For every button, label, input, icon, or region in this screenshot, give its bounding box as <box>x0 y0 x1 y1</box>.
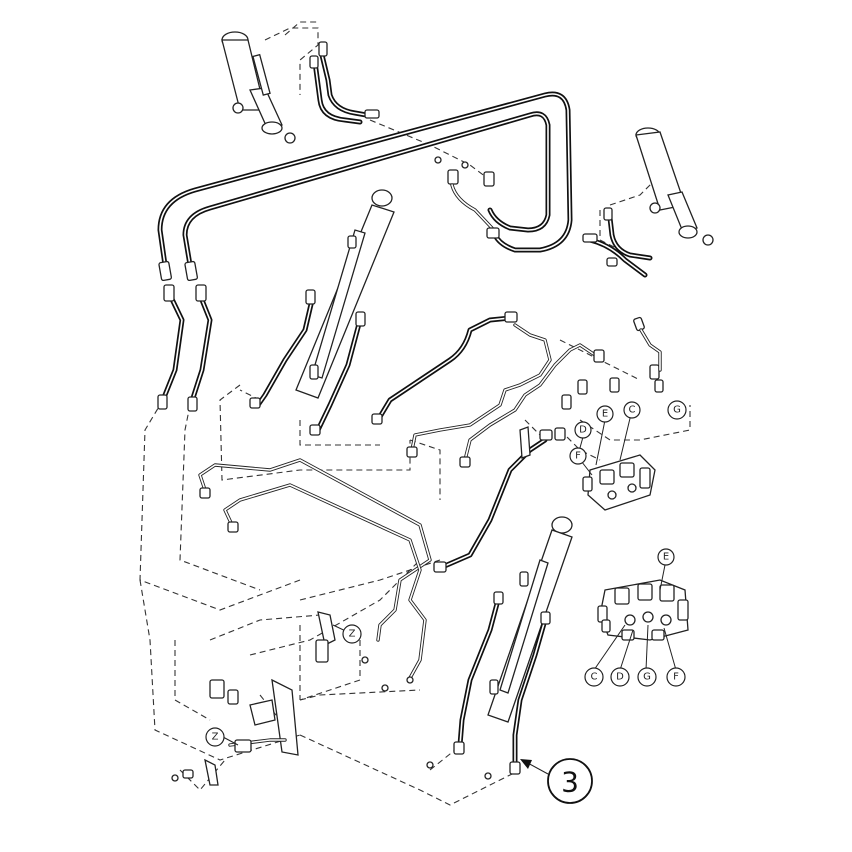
control-valve-lower <box>597 579 689 641</box>
callout-label: C <box>591 672 598 683</box>
lower-left-assembly <box>171 611 492 786</box>
callout-E-lower: E <box>657 548 675 566</box>
steel-tubes-upper <box>406 323 605 468</box>
reference-marker: 3 <box>520 758 593 804</box>
lower-right-cylinder <box>487 516 573 723</box>
arrow-head-icon <box>520 759 532 769</box>
mid-right-wavy-hose <box>371 311 518 425</box>
upper-right-cylinder <box>635 127 714 246</box>
callout-label: Z <box>349 629 356 640</box>
callout-label: C <box>629 405 636 416</box>
middle-left-cylinder <box>295 189 395 399</box>
callout-label: E <box>663 552 669 563</box>
callout-G-lower: G <box>637 667 657 687</box>
callout-C-lower: C <box>584 667 604 687</box>
callout-D-lower: D <box>610 667 630 687</box>
callout-label: E <box>602 409 608 420</box>
callout-F-upper: F <box>569 447 587 465</box>
callout-label: F <box>673 672 679 683</box>
callout-leaders <box>222 409 677 746</box>
callout-G-upper: G <box>667 400 687 420</box>
control-valve-upper <box>554 316 664 511</box>
diagonal-hose <box>433 429 553 573</box>
callout-label: F <box>575 451 581 462</box>
middle-cylinder-hoses <box>249 235 366 436</box>
steel-tubes-lower <box>198 458 432 680</box>
callout-F-lower: F <box>666 667 686 687</box>
upper-right-short-hoses <box>582 207 653 278</box>
callout-Z-lower: Z <box>205 727 225 747</box>
callout-label: G <box>643 672 651 683</box>
callout-Z-middle: Z <box>342 624 362 644</box>
reference-number: 3 <box>561 766 579 799</box>
callout-E-upper: E <box>596 405 614 423</box>
upper-left-short-hose <box>309 41 380 125</box>
upper-center-fittings <box>434 156 500 239</box>
callout-label: D <box>616 672 624 683</box>
lower-cylinder-hoses <box>453 571 551 775</box>
valve-bracket <box>519 426 531 459</box>
left-vertical-hoses <box>157 260 213 412</box>
callout-D-upper: D <box>574 421 592 439</box>
callout-C-upper: C <box>623 401 641 419</box>
callout-label: Z <box>212 732 219 743</box>
dashed-guide-lines <box>139 21 691 806</box>
upper-loop-hose <box>157 91 573 268</box>
callout-label: D <box>579 425 587 436</box>
callout-label: G <box>673 405 681 416</box>
upper-left-cylinder <box>221 31 296 144</box>
